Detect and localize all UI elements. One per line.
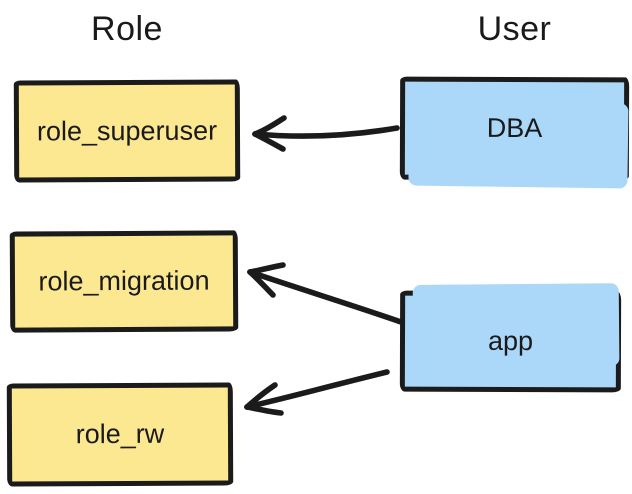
node-user-dba: DBA xyxy=(399,76,630,181)
node-role-superuser: role_superuser xyxy=(13,79,241,183)
node-role-migration-label: role_migration xyxy=(38,265,210,297)
arrow-dba-to-role-superuser xyxy=(252,115,400,152)
node-role-superuser-label: role_superuser xyxy=(36,115,218,146)
column-title-user: User xyxy=(477,10,552,48)
node-role-migration: role_migration xyxy=(9,230,239,333)
column-title-role: Role xyxy=(91,10,163,48)
arrow-app-to-role-migration xyxy=(247,262,404,325)
node-user-app: app xyxy=(399,290,622,393)
node-user-app-label: app xyxy=(487,325,534,357)
node-role-rw: role_rw xyxy=(6,382,234,487)
arrow-app-to-role-rw xyxy=(244,369,390,416)
node-user-dba-label: DBA xyxy=(486,112,543,144)
node-role-rw-label: role_rw xyxy=(75,418,165,450)
